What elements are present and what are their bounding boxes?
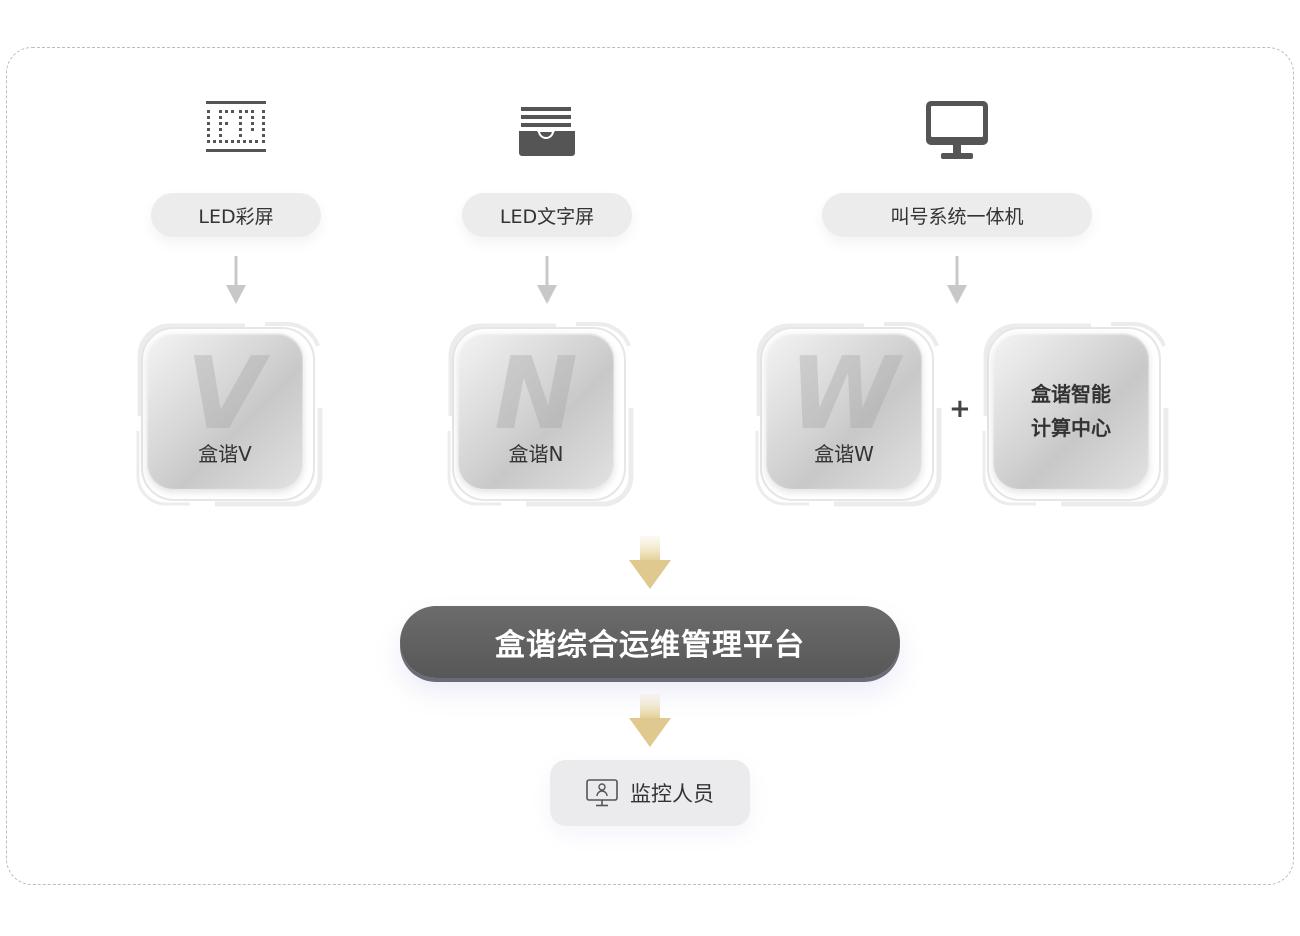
box-letter-watermark: V xyxy=(186,335,264,452)
gold-arrow-down-icon xyxy=(629,694,671,747)
monitor-staff-label: 监控人员 xyxy=(630,782,714,806)
box-w: W 盒谐W xyxy=(749,316,945,512)
box-label: 盒谐V xyxy=(198,442,252,466)
monitor-icon xyxy=(926,101,988,159)
box-frame-decoration xyxy=(982,321,1169,507)
device-pill-led-text: LED文字屏 xyxy=(462,193,632,237)
diagram-frame xyxy=(6,47,1294,885)
compute-center-line2: 计算中心 xyxy=(1031,416,1111,440)
device-pill-queue-terminal: 叫号系统一体机 xyxy=(822,193,1092,237)
box-v-body: V 盒谐V xyxy=(147,333,303,489)
box-n: N 盒谐N xyxy=(441,316,637,512)
compute-center-label: 盒谐智能 计算中心 xyxy=(993,377,1149,445)
box-n-body: N 盒谐N xyxy=(458,333,614,489)
box-w-body: W 盒谐W xyxy=(766,333,922,489)
device-pill-led-color: LED彩屏 xyxy=(151,193,321,237)
platform-label: 盒谐综合运维管理平台 xyxy=(495,628,805,663)
platform-bar: 盒谐综合运维管理平台 xyxy=(400,606,900,678)
box-frame-decoration xyxy=(447,321,634,507)
compute-center-line1: 盒谐智能 xyxy=(1031,382,1111,406)
box-label: 盒谐N xyxy=(508,442,564,466)
plus-sign: + xyxy=(949,394,971,424)
box-letter-watermark: W xyxy=(788,335,900,452)
box-compute-center: 盒谐智能 计算中心 xyxy=(976,316,1172,512)
gold-arrow-down-icon xyxy=(629,536,671,589)
box-letter-watermark: N xyxy=(494,335,578,452)
led-color-screen-icon xyxy=(206,101,266,152)
box-frame-decoration xyxy=(136,321,323,507)
led-text-screen-icon xyxy=(519,107,575,156)
arrow-down-icon xyxy=(537,256,557,304)
monitor-person-icon xyxy=(586,779,618,807)
monitor-staff-pill: 监控人员 xyxy=(550,760,750,826)
arrow-down-icon xyxy=(226,256,246,304)
box-v: V 盒谐V xyxy=(130,316,326,512)
arrow-down-icon xyxy=(947,256,967,304)
box-compute-center-body: 盒谐智能 计算中心 xyxy=(993,333,1149,489)
box-frame-decoration xyxy=(755,321,942,507)
box-label: 盒谐W xyxy=(814,442,874,466)
